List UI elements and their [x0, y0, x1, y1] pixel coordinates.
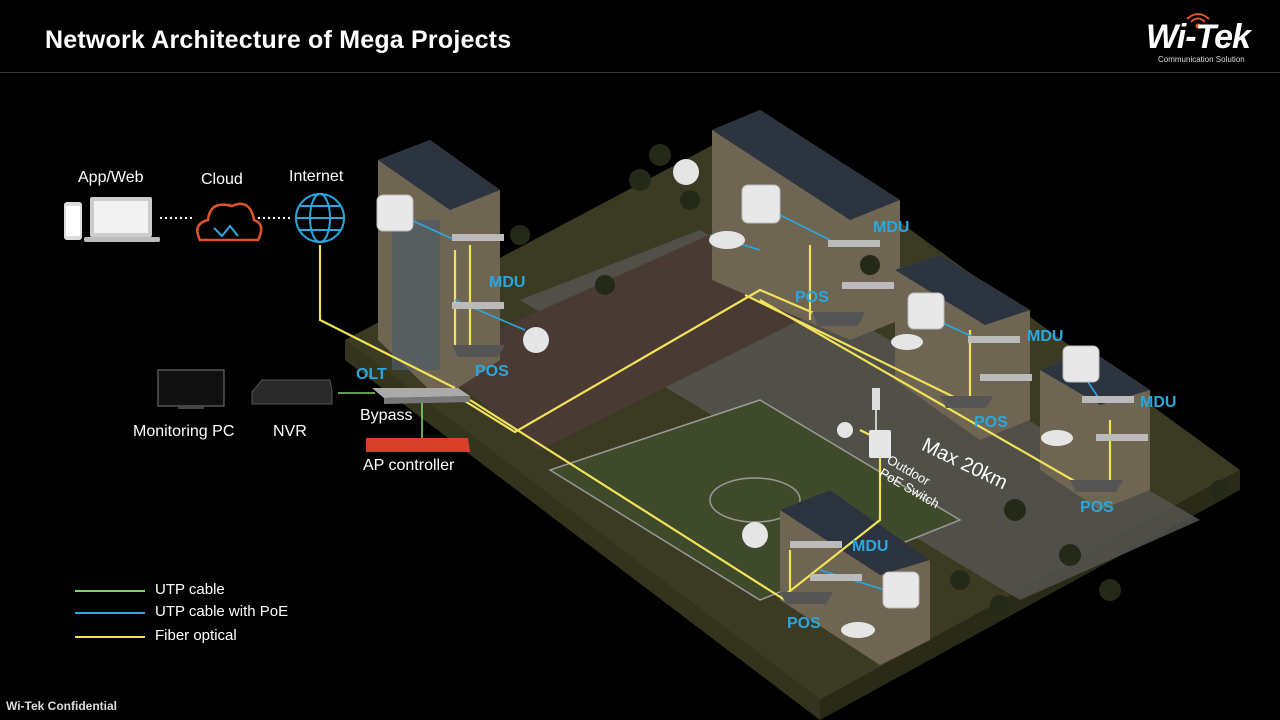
nvr-icon [251, 379, 333, 405]
monitoring-pc-label: Monitoring PC [133, 423, 235, 440]
mdu-label-1: MDU [489, 274, 526, 291]
wi-tek-logo: Wi-Tek Communication Solution [1144, 10, 1272, 68]
confidential-footer: Wi-Tek Confidential [6, 699, 117, 713]
mdu-label-5: MDU [852, 538, 889, 555]
phone-icon [64, 202, 82, 240]
legend-poe-text: UTP cable with PoE [155, 603, 289, 620]
logo-tagline: Communication Solution [1158, 55, 1245, 64]
header-divider [0, 72, 1280, 73]
pos-label-4: POS [1080, 499, 1114, 516]
legend-fiber-text: Fiber optical [155, 627, 237, 644]
pos-label-1: POS [475, 363, 509, 380]
pos-splitters [452, 312, 1123, 604]
ap-controller-device [366, 438, 470, 452]
cloud-label: Cloud [201, 171, 243, 188]
pos-label-3: POS [974, 414, 1008, 431]
page-title: Network Architecture of Mega Projects [45, 26, 512, 54]
legend-utp-swatch [75, 590, 145, 592]
campus-ground-side [345, 340, 820, 720]
trees [510, 144, 1230, 615]
ap-controller-label: AP controller [363, 457, 455, 474]
switches [452, 234, 1148, 581]
logo-brand: Wi-Tek [1146, 18, 1251, 56]
olt-label: OLT [356, 366, 387, 383]
cameras [523, 159, 1073, 638]
mdu-label-4: MDU [1140, 394, 1177, 411]
app-web-label: App/Web [78, 169, 144, 186]
legend-fiber-swatch [75, 636, 145, 638]
legend-utp-text: UTP cable [155, 581, 225, 598]
monitor-icon [157, 369, 225, 409]
nvr-label: NVR [273, 423, 307, 440]
access-points [376, 184, 1100, 609]
pos-label-2: POS [795, 289, 829, 306]
cloud-icon [196, 202, 263, 242]
pos-label-5: POS [787, 615, 821, 632]
legend-poe-swatch [75, 612, 145, 614]
utp-lines [338, 392, 423, 440]
outdoor-poe-switch [869, 388, 891, 458]
globe-icon [295, 193, 345, 243]
plaza [430, 230, 820, 450]
wifi-signal-icon [1186, 13, 1210, 29]
bypass-label: Bypass [360, 407, 413, 424]
olt-device [372, 388, 470, 404]
building-left [378, 140, 500, 400]
internet-label: Internet [289, 168, 344, 185]
mdu-label-2: MDU [873, 219, 910, 236]
mdu-label-3: MDU [1027, 328, 1064, 345]
laptop-icon [84, 197, 160, 242]
